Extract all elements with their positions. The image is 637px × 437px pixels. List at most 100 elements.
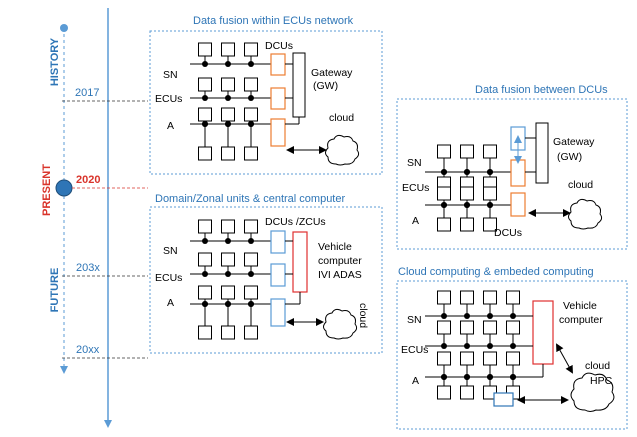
ecu-box [437,290,451,305]
panel2-zcu-3 [270,298,286,327]
panel2-vehicle-computer [292,231,308,293]
panel4-vehicle-computer [532,300,554,365]
panel1-cloud-icon [325,134,360,166]
ecu-box [221,252,235,267]
timeline: HISTORY PRESENT FUTURE 2017 2020 203x 20… [41,8,148,428]
ecu-box [198,42,212,57]
panel3-frame [396,98,628,250]
ecu-box [221,325,235,340]
panel1-ecu-grid [190,42,271,161]
ecu-box [221,107,235,122]
ecu-box [483,144,497,159]
bus-node [487,313,493,319]
ecu-box [221,219,235,234]
ecu-box [460,385,474,400]
ecu-box [460,144,474,159]
panel-dcu-fusion: Data fusion between DCUs SN ECUs A Gatew… [396,84,628,250]
ecu-box [221,77,235,92]
panel-cloud-embedded: Cloud computing & embeded computing SN E… [396,266,628,430]
bus-node [202,95,208,101]
panel1-cloud-label: cloud [329,112,354,124]
ecu-box [221,285,235,300]
year-2017-label: 2017 [75,87,99,99]
panel1-gw-label: (GW) [313,80,338,92]
panel2-a-label: A [167,297,174,309]
ecu-box [221,42,235,57]
bus-node [248,271,254,277]
history-label: HISTORY [49,37,61,86]
panel1-title: Data fusion within ECUs network [193,15,354,27]
ecu-box [483,186,497,201]
bus-node [202,121,208,127]
ecu-box [460,290,474,305]
panel4-a-label: A [412,375,419,387]
ecu-box [437,144,451,159]
bus-node [464,313,470,319]
panel4-hpc-label: HPC [590,375,613,387]
ecu-box [198,252,212,267]
bus-node [248,95,254,101]
panel2-dcus-label: DCUs /ZCUs [265,216,326,228]
panel1-gateway [292,52,306,118]
ecu-box [460,186,474,201]
ecu-box [244,285,258,300]
bus-node [441,202,447,208]
panel1-sn-label: SN [163,69,178,81]
panel3-a-label: A [412,215,419,227]
bus-node [202,271,208,277]
panel4-computer-label: computer [559,314,603,326]
ecu-box [460,351,474,366]
panel3-gw-label: (GW) [557,151,582,163]
panel2-sn-label: SN [163,245,178,257]
panel4-title: Cloud computing & embeded computing [398,266,594,278]
panel3-dcu-orange-1 [510,159,526,187]
ecu-box [198,219,212,234]
panel1-frame [149,30,383,175]
ecu-box [506,351,520,366]
panel3-dcu-orange-2 [510,192,526,217]
bus-node [487,169,493,175]
ecu-box [437,217,451,232]
panel1-dcu-2 [270,87,286,110]
bus-node [441,374,447,380]
ecu-box [244,77,258,92]
panel3-title: Data fusion between DCUs [475,84,608,96]
ecu-box [437,186,451,201]
bus-node [248,121,254,127]
panel3-ecu-grid [425,144,511,232]
ecu-box [483,290,497,305]
ecu-box [506,290,520,305]
panel-ecu-network: Data fusion within ECUs network SN ECUs … [149,15,383,175]
future-label: FUTURE [49,268,61,313]
bus-node [225,121,231,127]
ecu-box [244,325,258,340]
ecu-box [460,320,474,335]
panel2-ecu-grid [190,219,271,340]
panel4-edge-unit [493,392,514,407]
ecu-box [506,320,520,335]
panel4-cloud-icon [570,372,615,412]
panel3-gateway-label: Gateway [553,136,595,148]
year-20xx-label: 20xx [76,344,100,356]
ecu-box [460,217,474,232]
bus-node [248,301,254,307]
panel2-computer-label: computer [318,255,362,267]
panel4-cloud-link-arrow [556,343,573,374]
bus-node [464,202,470,208]
bus-node [464,374,470,380]
bus-node [202,238,208,244]
bus-node [225,301,231,307]
panel3-dcus-label: DCUs [494,227,522,239]
bus-node [487,343,493,349]
bus-node [441,313,447,319]
ecu-box [198,77,212,92]
panel1-dcu-1 [270,53,286,76]
panel3-cloud-icon [568,198,603,230]
bus-node [464,169,470,175]
panel4-sn-label: SN [407,314,422,326]
bus-node [464,343,470,349]
ecu-box [244,107,258,122]
panel2-frame [149,206,383,354]
